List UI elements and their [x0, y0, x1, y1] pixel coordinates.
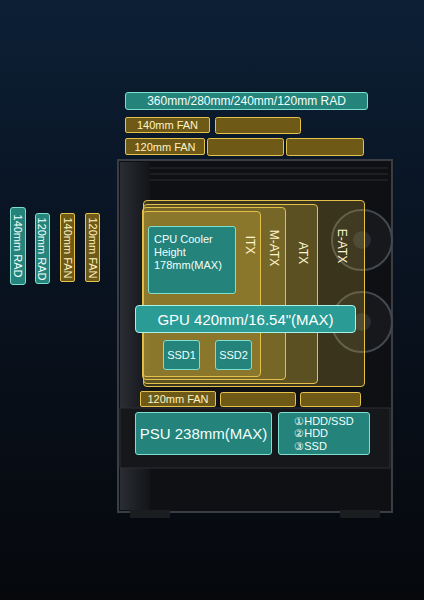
fan-box: 120mm FAN [125, 138, 205, 155]
fan-slot [301, 393, 361, 407]
motherboard-area: ATX M-ATX ITX CPU Cooler Height 178mm(MAX) S… [143, 204, 318, 384]
radiator-box: 120mm RAD [35, 213, 50, 284]
motherboard-area: M-ATX ITX CPU Cooler Height 178mm(MAX) SSD1… [142, 207, 286, 380]
fan-box: 140mm FAN [125, 117, 210, 133]
case-foot [130, 510, 170, 518]
motherboard-area: ITX CPU Cooler Height 178mm(MAX) SSD1 SSD2 [142, 211, 261, 377]
grill-line [150, 168, 388, 169]
fan-slot [216, 118, 301, 134]
label: SSD1 [167, 349, 196, 361]
label: 120mm RAD [36, 217, 48, 280]
label: 140mm FAN [137, 119, 198, 131]
radiator-box: 140mm RAD [10, 207, 26, 285]
fan-slot [208, 139, 284, 156]
label: GPU 420mm/16.54"(MAX) [157, 311, 333, 328]
case-body [118, 160, 392, 512]
label: 120mm FAN [147, 393, 208, 405]
label: 140mm FAN [62, 217, 74, 278]
cpu-cooler-box: CPU Cooler Height 178mm(MAX) [148, 226, 236, 294]
label: ATX [296, 241, 310, 263]
fan-box: 120mm FAN [85, 213, 100, 282]
radiator-box: 360mm/280mm/240mm/120mm RAD [125, 92, 368, 110]
fan-box: 120mm FAN [140, 391, 216, 407]
fan-slot [221, 393, 296, 407]
gpu-band: GPU 420mm/16.54"(MAX) [135, 305, 356, 333]
grill-line [150, 174, 388, 175]
grill-line [150, 180, 388, 181]
label: 120mm FAN [87, 217, 99, 278]
label: ①HDD/SSD ②HDD ③SSD [294, 415, 354, 453]
ssd-box: SSD2 [215, 340, 252, 370]
label: 140mm RAD [12, 215, 24, 278]
label: PSU 238mm(MAX) [140, 425, 268, 442]
case-foot [340, 510, 380, 518]
label: CPU Cooler Height 178mm(MAX) [154, 233, 230, 273]
label: E-ATX [335, 229, 349, 263]
fan-slot [287, 139, 364, 156]
label: SSD2 [219, 349, 248, 361]
psu-box: PSU 238mm(MAX) [135, 412, 272, 455]
psu-shroud [120, 408, 390, 468]
drive-box: ①HDD/SSD ②HDD ③SSD [278, 412, 370, 455]
label: 360mm/280mm/240mm/120mm RAD [147, 94, 346, 108]
top-grill [150, 168, 388, 180]
ssd-box: SSD1 [163, 340, 200, 370]
label: M-ATX [267, 230, 281, 266]
fan-box: 140mm FAN [60, 213, 75, 282]
label: ITX [243, 235, 257, 254]
label: 120mm FAN [134, 141, 195, 153]
motherboard-area: E-ATX ATX M-ATX ITX CPU Cooler Height 178mm(… [143, 200, 365, 387]
